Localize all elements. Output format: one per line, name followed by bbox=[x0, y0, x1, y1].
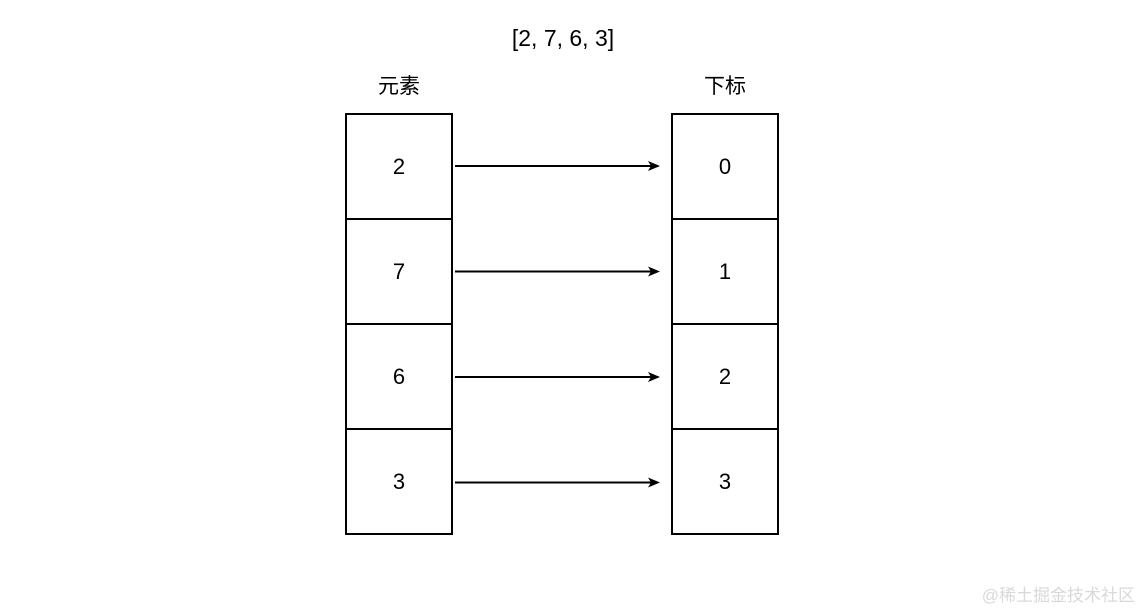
array-literal-title: [2, 7, 6, 3] bbox=[511, 25, 615, 51]
elements-column-header: 元素 bbox=[378, 75, 420, 98]
index-cell: 0 bbox=[673, 115, 777, 220]
index-cell: 1 bbox=[673, 220, 777, 325]
elements-column: 2 7 6 3 bbox=[345, 113, 453, 535]
index-cell: 2 bbox=[673, 325, 777, 430]
element-cell: 3 bbox=[392, 468, 406, 494]
element-cell: 2 bbox=[347, 115, 451, 220]
indices-column: 0 1 2 3 bbox=[671, 113, 779, 535]
indices-column-header: 下标 bbox=[704, 75, 746, 98]
element-cell: 6 bbox=[347, 325, 451, 430]
element-cell: 7 bbox=[347, 220, 451, 325]
juejin-watermark: @稀土掘金技术社区 bbox=[981, 586, 1135, 605]
index-cell: 3 bbox=[718, 468, 732, 494]
